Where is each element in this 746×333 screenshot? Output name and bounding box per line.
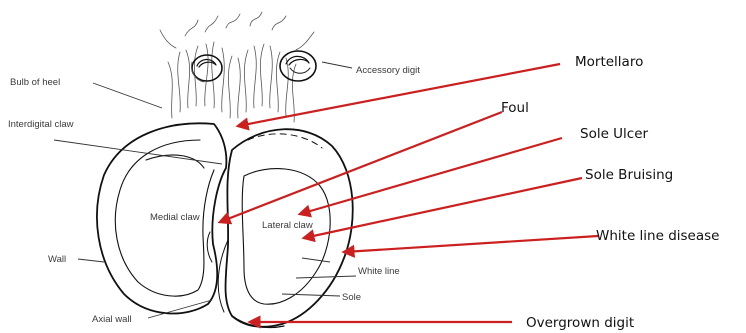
label-lateral-claw: Lateral claw: [262, 220, 313, 231]
label-mortellaro: Mortellaro: [575, 54, 643, 70]
disease-arrows: [220, 64, 598, 322]
label-white-line: White line: [358, 266, 400, 277]
label-sole: Sole: [342, 292, 361, 303]
label-medial-claw: Medial claw: [150, 212, 200, 223]
label-sole-ulcer: Sole Ulcer: [580, 126, 649, 142]
label-white-line-disease: White line disease: [596, 228, 719, 244]
accessory-digit-right-drawing: [280, 51, 316, 81]
label-overgrown-digit: Overgrown digit: [526, 315, 634, 331]
label-interdigital-claw: Interdigital claw: [8, 119, 74, 130]
label-sole-bruising: Sole Bruising: [585, 167, 673, 183]
pastern-hair-drawing: [160, 12, 314, 122]
label-foul: Foul: [501, 100, 529, 116]
label-axial-wall: Axial wall: [92, 314, 132, 325]
label-wall: Wall: [48, 254, 66, 265]
label-accessory-digit: Accessory digit: [356, 65, 420, 76]
arrow-white-line-disease: [344, 236, 598, 252]
label-bulb-of-heel: Bulb of heel: [10, 77, 60, 88]
arrow-sole-bruising: [304, 178, 582, 238]
